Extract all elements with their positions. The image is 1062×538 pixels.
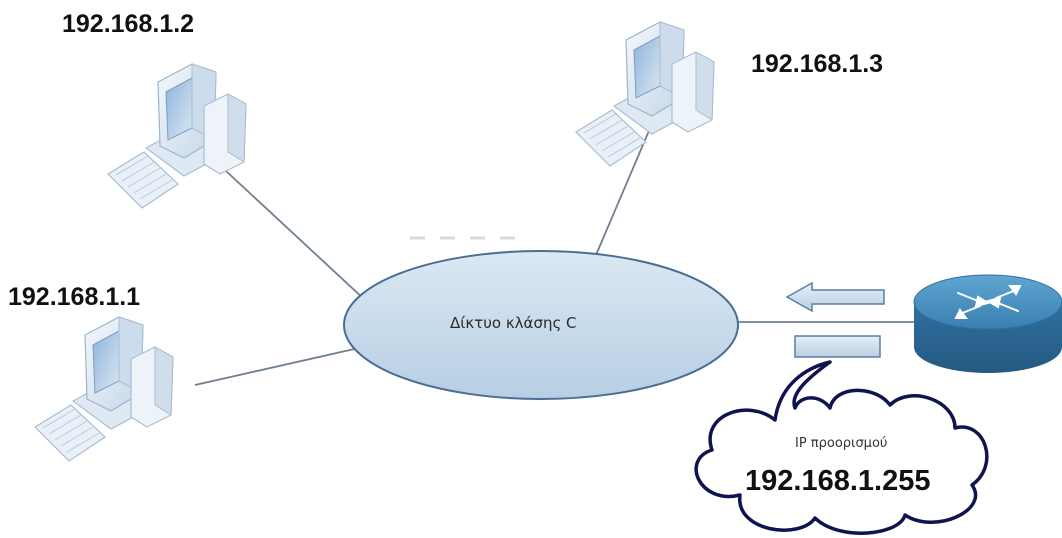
network-label: Δίκτυο κλάσης C (450, 314, 577, 332)
computer-icon-host-2 (107, 63, 247, 209)
computer-icon-host-3 (575, 21, 715, 167)
host-ip-label: 192.168.1.3 (751, 50, 884, 78)
destination-caption: IP προορισμού (795, 436, 888, 451)
speech-cloud-icon (694, 360, 989, 535)
destination-ip-label: 192.168.1.255 (745, 465, 931, 497)
host-ip-label: 192.168.1.2 (62, 10, 195, 38)
computer-icon-host-1 (34, 316, 174, 462)
network-cloud (343, 250, 739, 400)
link-host-1 (194, 344, 373, 386)
router-icon (913, 274, 1062, 373)
host-ip-label: 192.168.1.1 (8, 283, 141, 311)
left-arrow-icon (785, 281, 885, 313)
packet-icon (794, 335, 881, 358)
